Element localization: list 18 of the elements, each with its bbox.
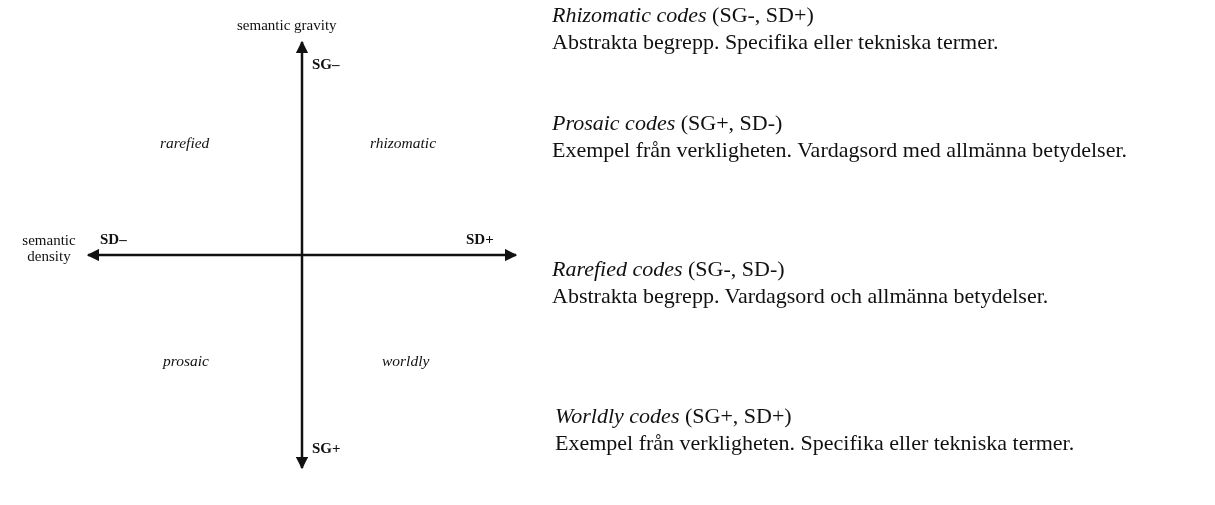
axis-pole-label: SD+ — [466, 231, 494, 249]
quadrant-label: prosaic — [163, 352, 209, 370]
axis-title: semantic gravity — [237, 17, 337, 35]
quadrant-label: rarefied — [160, 134, 210, 152]
code-heading: Rarefied codes (SG-, SD-) — [552, 256, 785, 282]
code-heading: Rhizomatic codes (SG-, SD+) — [552, 2, 814, 28]
code-description: Abstrakta begrepp. Specifika eller tekniska termer. — [552, 28, 1000, 56]
axis-pole-label: SD– — [100, 231, 127, 249]
quadrant-label: rhizomatic — [370, 134, 437, 152]
code-heading: Prosaic codes (SG+, SD-) — [552, 110, 783, 136]
code-heading: Worldly codes (SG+, SD+) — [555, 403, 792, 429]
axis-title: semantic density — [21, 233, 77, 265]
axis-pole-label: SG– — [312, 56, 340, 74]
quadrant-label: worldly — [382, 352, 430, 370]
code-description: Exempel från verkligheten. Vardagsord med allmänna betydelser. — [552, 136, 1129, 164]
code-description: Abstrakta begrepp. Vardagsord och allmänna betydelser. — [552, 282, 1050, 310]
axis-pole-label: SG+ — [312, 440, 341, 458]
code-description: Exempel från verkligheten. Specifika eller tekniska termer. — [555, 429, 1076, 457]
